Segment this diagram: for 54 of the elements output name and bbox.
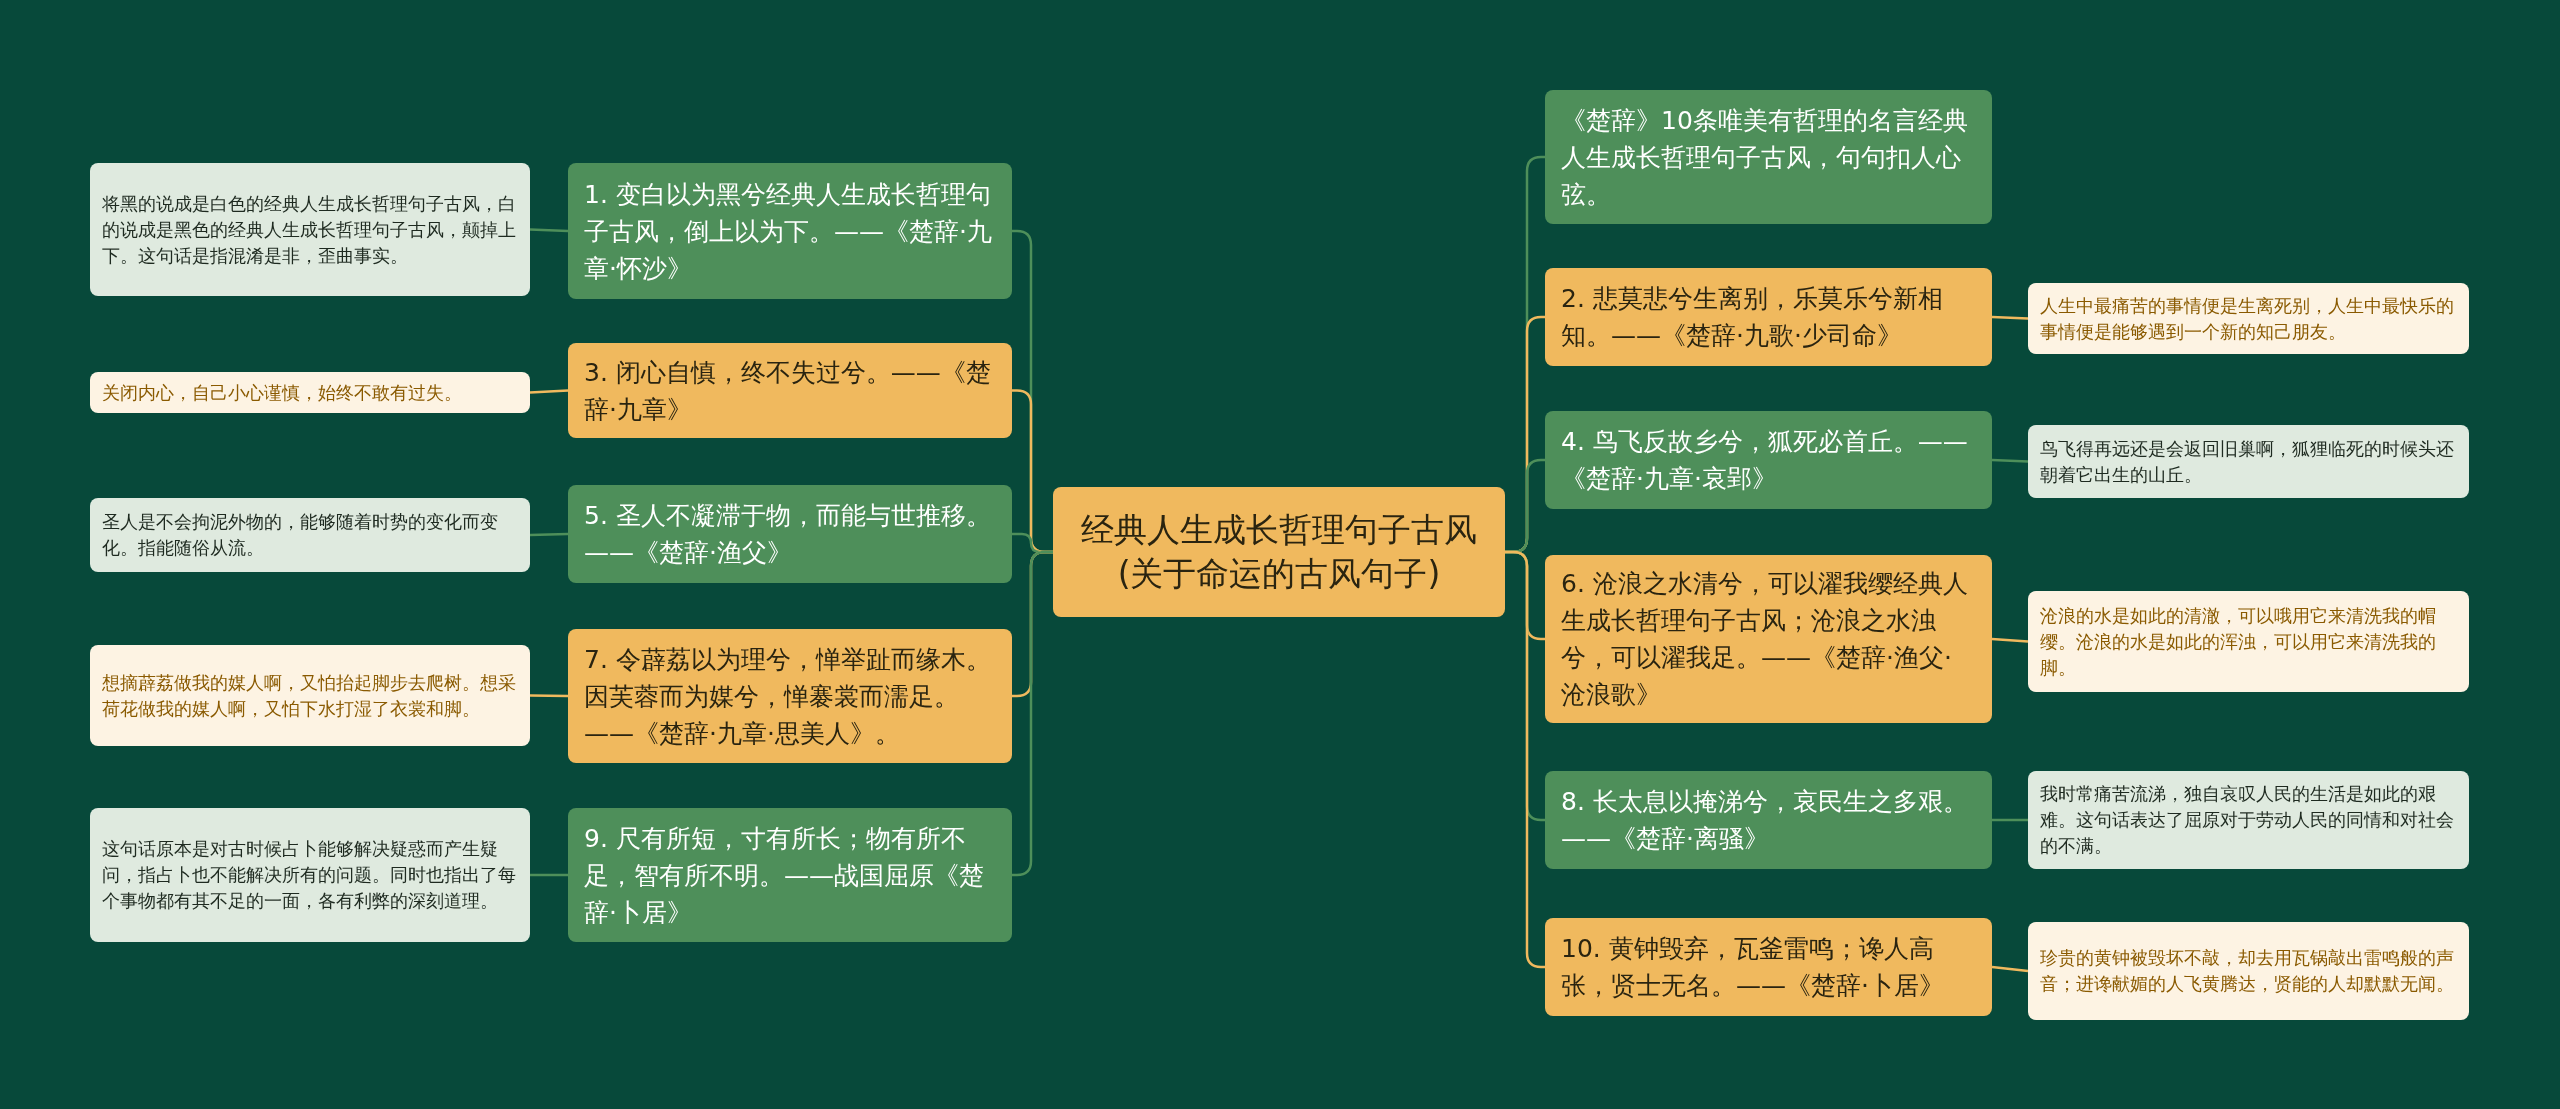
- connector-line: [1991, 315, 2029, 320]
- note-box: [90, 645, 530, 746]
- note-box: [2028, 283, 2469, 354]
- quote-box: [568, 343, 1012, 438]
- node-text: 8. 长太息以掩涕兮，哀民生之多艰。——《楚辞·离骚》: [1561, 786, 1969, 855]
- quote-box: [568, 485, 1012, 583]
- note-box: [2028, 922, 2469, 1020]
- node-text: 7. 令薜荔以为理兮，惮举趾而缘木。因芙蓉而为媒兮，惮褰裳而濡足。——《楚辞·九章·思美人》。: [584, 643, 992, 750]
- node-text: 4. 鸟飞反故乡兮，狐死必首丘。——《楚辞·九章·哀郢》: [1561, 426, 1969, 495]
- node-text: 我时常痛苦流涕，独自哀叹人民的生活是如此的艰难。这句话表达了屈原对于劳动人民的同情和对社会的不满。: [2040, 782, 2455, 858]
- quote-box: [568, 163, 1012, 299]
- connector-line: [529, 389, 569, 394]
- quote-box: [1545, 411, 1992, 509]
- note-box: [90, 372, 530, 413]
- node-text: 3. 闭心自慎，终不失过兮。——《楚辞·九章》: [584, 356, 992, 426]
- note-box: [2028, 771, 2469, 869]
- quote-box: [1545, 555, 1992, 723]
- connector-line: [1991, 458, 2029, 463]
- node-text: 想摘薜荔做我的媒人啊，又怕抬起脚步去爬树。想采荷花做我的媒人啊，又怕下水打湿了衣裳和脚。: [102, 670, 517, 721]
- connector-line: [1992, 818, 2028, 822]
- node-text: 人生中最痛苦的事情便是生离死别，人生中最快乐的事情便是能够遇到一个新的知己朋友。: [2040, 293, 2455, 344]
- node-text: 沧浪的水是如此的清澈，可以哦用它来清洗我的帽缨。沧浪的水是如此的浑浊，可以用它来清洗我的脚。: [2040, 603, 2437, 680]
- node-text: 《楚辞》10条唯美有哲理的名言经典人生成长哲理句子古风，句句扣人心弦。: [1561, 104, 1969, 211]
- quote-box: [568, 808, 1012, 942]
- note-box: [90, 498, 530, 572]
- node-text: 1. 变白以为黑兮经典人生成长哲理句子古风，倒上以为下。——《楚辞·九章·怀沙》: [584, 178, 993, 285]
- quote-box: [568, 629, 1012, 763]
- node-text: 将黑的说成是白色的经典人生成长哲理句子古风，白的说成是黑色的经典人生成长哲理句子古风，颠掉上下。这句话是指混淆是非，歪曲事实。: [102, 191, 517, 268]
- note-box: [2028, 591, 2469, 692]
- node-text: 圣人是不会拘泥外物的，能够随着时势的变化而变化。指能随俗从流。: [102, 510, 499, 560]
- connector-line: [529, 228, 569, 233]
- connector-line: [1991, 965, 2029, 973]
- node-text: 这句话原本是对古时候占卜能够解决疑惑而产生疑问，指占卜也不能解决所有的问题。同时也指出了每个事物都有其不足的一面，各有利弊的深刻道理。: [102, 837, 517, 913]
- node-text: 鸟飞得再远还是会返回旧巢啊，狐狸临死的时候头还朝着它出生的山丘。: [2040, 436, 2455, 487]
- node-text: 关闭内心，自己小心谨慎，始终不敢有过失。: [102, 380, 462, 405]
- node-text: 6. 沧浪之水清兮，可以濯我缨经典人生成长哲理句子古风；沧浪之水浊兮，可以濯我足。——《楚辞·渔父·沧浪歌》: [1561, 568, 1969, 711]
- quote-box: [1545, 268, 1992, 366]
- node-text: 9. 尺有所短，寸有所长；物有所不足，智有所不明。——战国屈原《楚辞·卜居》: [584, 822, 985, 929]
- connector-line: [530, 873, 568, 877]
- connector-line: [530, 694, 568, 698]
- quote-box: [1545, 771, 1992, 869]
- note-box: [90, 808, 530, 942]
- quote-box: [1545, 918, 1992, 1016]
- note-box: [2028, 425, 2469, 498]
- node-text: 5. 圣人不凝滞于物，而能与世推移。——《楚辞·渔父》: [584, 500, 992, 569]
- node-text: 2. 悲莫悲兮生离别，乐莫乐兮新相知。——《楚辞·九歌·少司命》: [1561, 283, 1944, 352]
- node-text: 10. 黄钟毁弃，瓦釜雷鸣；谗人高张，贤士无名。——《楚辞·卜居》: [1561, 933, 1945, 1002]
- central-topic-box: [1053, 487, 1505, 617]
- node-text: 经典人生成长哲理句子古风(关于命运的古风句子): [1080, 509, 1478, 595]
- connector-line: [529, 532, 569, 537]
- connector-line: [1991, 637, 2029, 643]
- quote-box: [1545, 90, 1992, 224]
- node-text: 珍贵的黄钟被毁坏不敲，却去用瓦锅敲出雷鸣般的声音；进谗献媚的人飞黄腾达，贤能的人却默默无闻。: [2040, 946, 2455, 996]
- note-box: [90, 163, 530, 296]
